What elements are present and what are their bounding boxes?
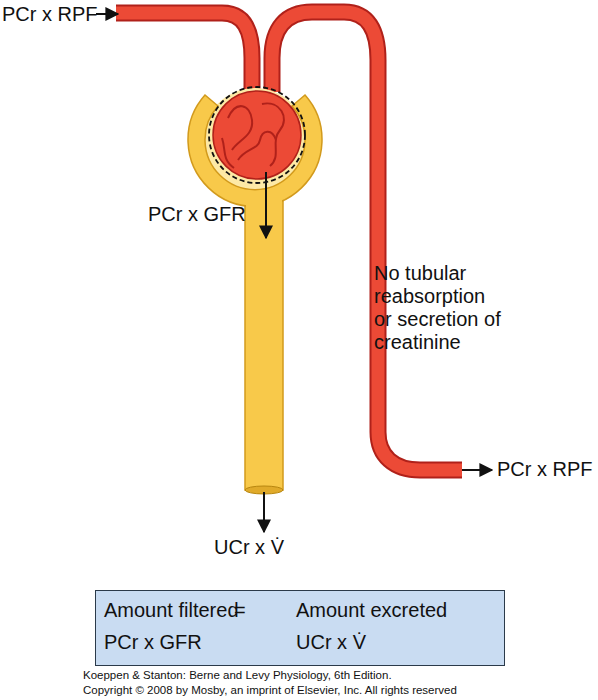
filtration-barrier (209, 87, 305, 183)
afferent-vessel (116, 13, 252, 92)
efferent-vessel-outline (272, 12, 462, 470)
equation-text: Amount filtered (104, 599, 239, 622)
flow-formula: UCr x V̇ (214, 536, 284, 559)
copyright-note: Copyright © 2008 by Mosby, an imprint of… (83, 684, 457, 698)
flow-formula: PCr x RPF (497, 458, 593, 481)
capillary-loop (222, 138, 234, 168)
source-credit: Koeppen & Stanton: Berne and Levy Physio… (83, 669, 392, 683)
tubule (245, 190, 283, 490)
flow-formula: PCr x RPF (2, 3, 98, 26)
capillary-loops (222, 103, 284, 168)
equation-box: Amount filtered= Amount excretedPCr x GFR… (95, 590, 505, 666)
flow-formula: PCr x GFR (148, 203, 246, 226)
capillary-loop (238, 132, 276, 160)
inflow-arrow (96, 13, 118, 15)
equation-text: UCr x V̇ (296, 631, 366, 654)
equation-text: Amount excreted (296, 599, 447, 622)
excretion-arrow (263, 492, 265, 532)
note-text: No tubular reabsorption or secretion of … (374, 262, 502, 354)
filtration-arrow (265, 172, 267, 238)
capillary-loop (228, 106, 252, 150)
tubule-neck (246, 200, 282, 212)
glomerulus (213, 91, 301, 179)
outflow-arrow (462, 469, 492, 471)
efferent-vessel (272, 12, 462, 470)
equation-text: = (234, 599, 246, 622)
afferent-vessel-outline (116, 13, 252, 92)
equation-text: PCr x GFR (104, 631, 202, 654)
